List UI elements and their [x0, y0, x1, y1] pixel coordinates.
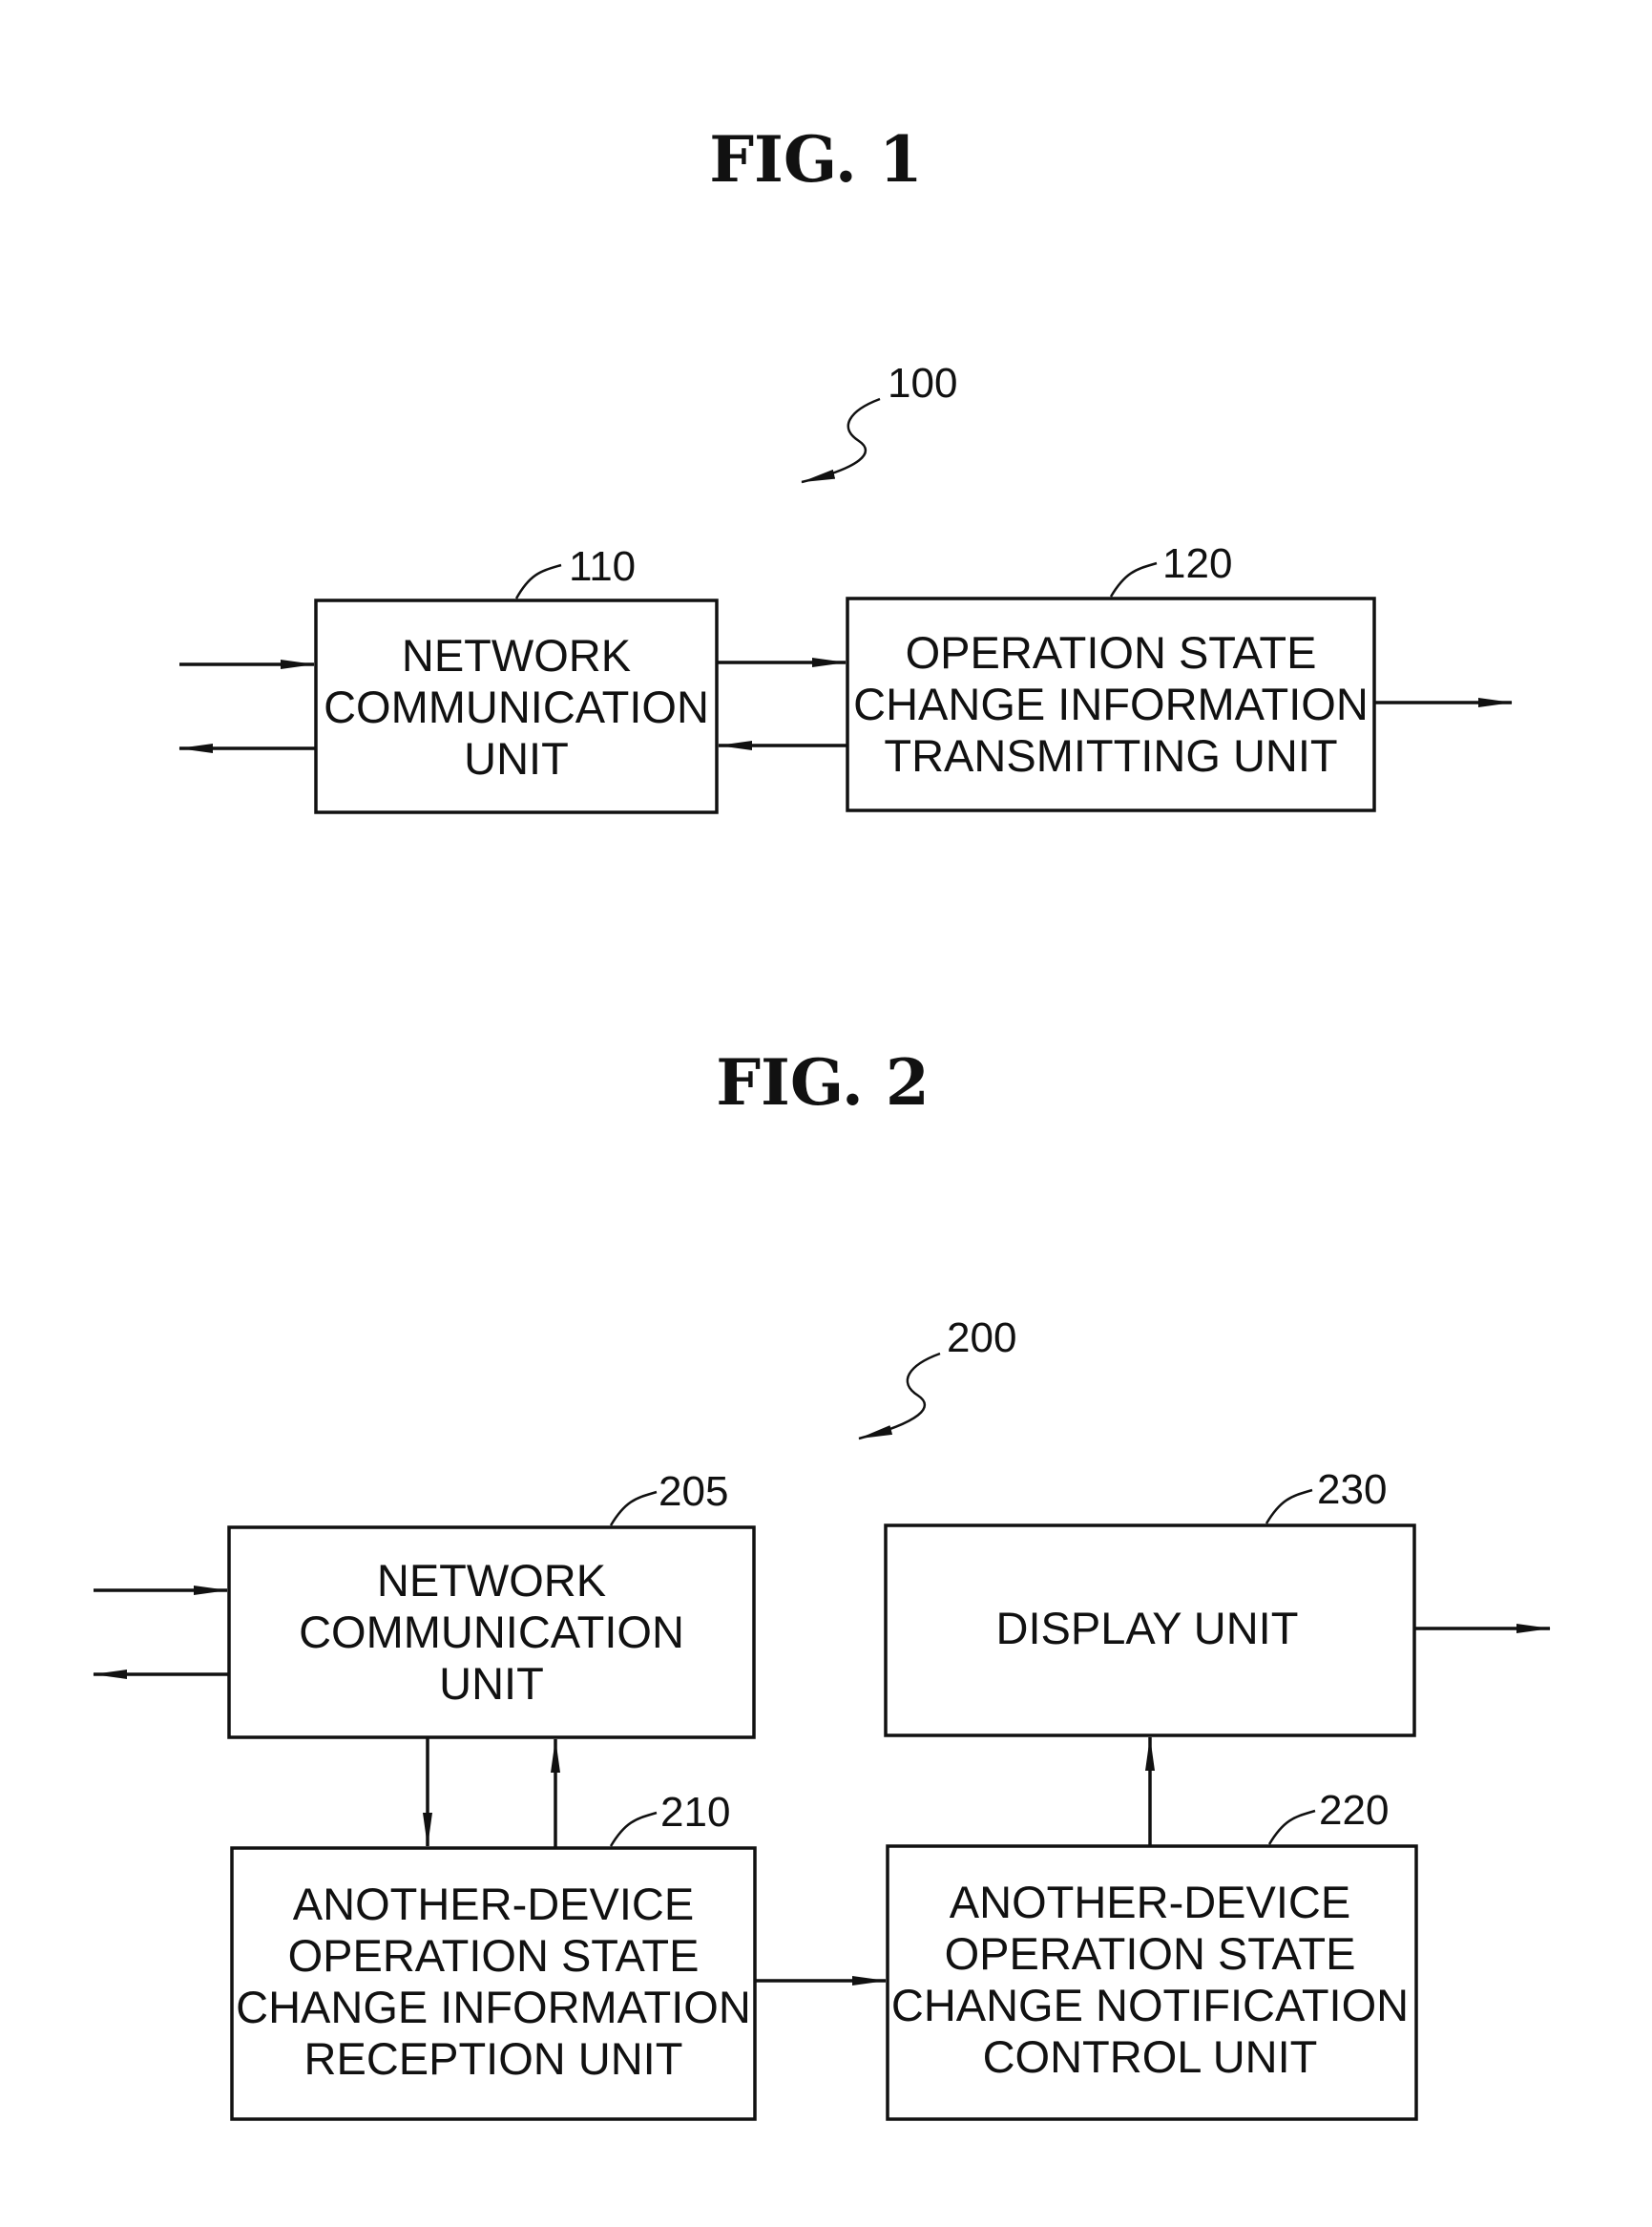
fig2-display-unit: DISPLAY UNIT 230 [886, 1466, 1414, 1735]
ref-205: 205 [659, 1468, 728, 1515]
ref-120: 120 [1162, 540, 1232, 587]
leader-220 [1269, 1811, 1315, 1844]
fig2-network-communication-unit: NETWORK COMMUNICATION UNIT 205 [229, 1468, 754, 1737]
box-210-line-4: RECEPTION UNIT [304, 2033, 683, 2084]
fig1-network-communication-unit: NETWORK COMMUNICATION UNIT 110 [316, 543, 717, 812]
fig2-another-device-reception-unit: ANOTHER-DEVICE OPERATION STATE CHANGE IN… [232, 1789, 755, 2119]
box-205-line-1: NETWORK [377, 1555, 606, 1606]
fig2-title: FIG. 2 [716, 1045, 930, 1120]
box-220-line-2: OPERATION STATE [945, 1928, 1356, 1979]
box-210-line-1: ANOTHER-DEVICE [293, 1879, 694, 1929]
fig1-title: FIG. 1 [709, 122, 923, 197]
box-210-line-2: OPERATION STATE [288, 1930, 700, 1981]
leader-110 [516, 565, 561, 599]
box-110-line-2: COMMUNICATION [324, 682, 709, 732]
box-220-line-1: ANOTHER-DEVICE [950, 1877, 1350, 1927]
leader-205 [611, 1492, 657, 1525]
fig1-squiggle-leader [802, 399, 880, 482]
leader-210 [611, 1813, 657, 1846]
box-120-line-1: OPERATION STATE [906, 627, 1317, 678]
box-205-line-2: COMMUNICATION [299, 1607, 684, 1657]
box-210-line-3: CHANGE INFORMATION [236, 1982, 751, 2032]
box-230-line-1: DISPLAY UNIT [996, 1603, 1299, 1653]
ref-220: 220 [1319, 1787, 1389, 1834]
leader-120 [1111, 563, 1157, 597]
fig2-ref-200: 200 [947, 1314, 1016, 1361]
figure-2: FIG. 2 200 NETWORK COMMUNICATION UNIT 20… [94, 1045, 1550, 2119]
figure-1: FIG. 1 100 NETWORK COMMUNICATION UNIT 11… [179, 122, 1512, 812]
box-120-line-2: CHANGE INFORMATION [853, 679, 1369, 729]
box-220-line-4: CONTROL UNIT [983, 2031, 1318, 2082]
fig2-squiggle-leader [859, 1354, 940, 1439]
fig2-device-reference: 200 [859, 1314, 1016, 1439]
box-110-line-3: UNIT [464, 733, 569, 784]
fig1-operation-state-change-transmitting-unit: OPERATION STATE CHANGE INFORMATION TRANS… [847, 540, 1374, 810]
leader-230 [1266, 1490, 1312, 1523]
box-110-line-1: NETWORK [402, 630, 631, 681]
box-120-line-3: TRANSMITTING UNIT [884, 730, 1337, 781]
fig2-another-device-notification-control-unit: ANOTHER-DEVICE OPERATION STATE CHANGE NO… [888, 1787, 1416, 2119]
fig1-ref-100: 100 [888, 360, 957, 407]
ref-210: 210 [660, 1789, 730, 1836]
ref-110: 110 [569, 543, 636, 590]
box-220-line-3: CHANGE NOTIFICATION [891, 1980, 1409, 2030]
ref-230: 230 [1317, 1466, 1387, 1513]
fig1-device-reference: 100 [802, 360, 957, 482]
box-205-line-3: UNIT [439, 1658, 544, 1709]
